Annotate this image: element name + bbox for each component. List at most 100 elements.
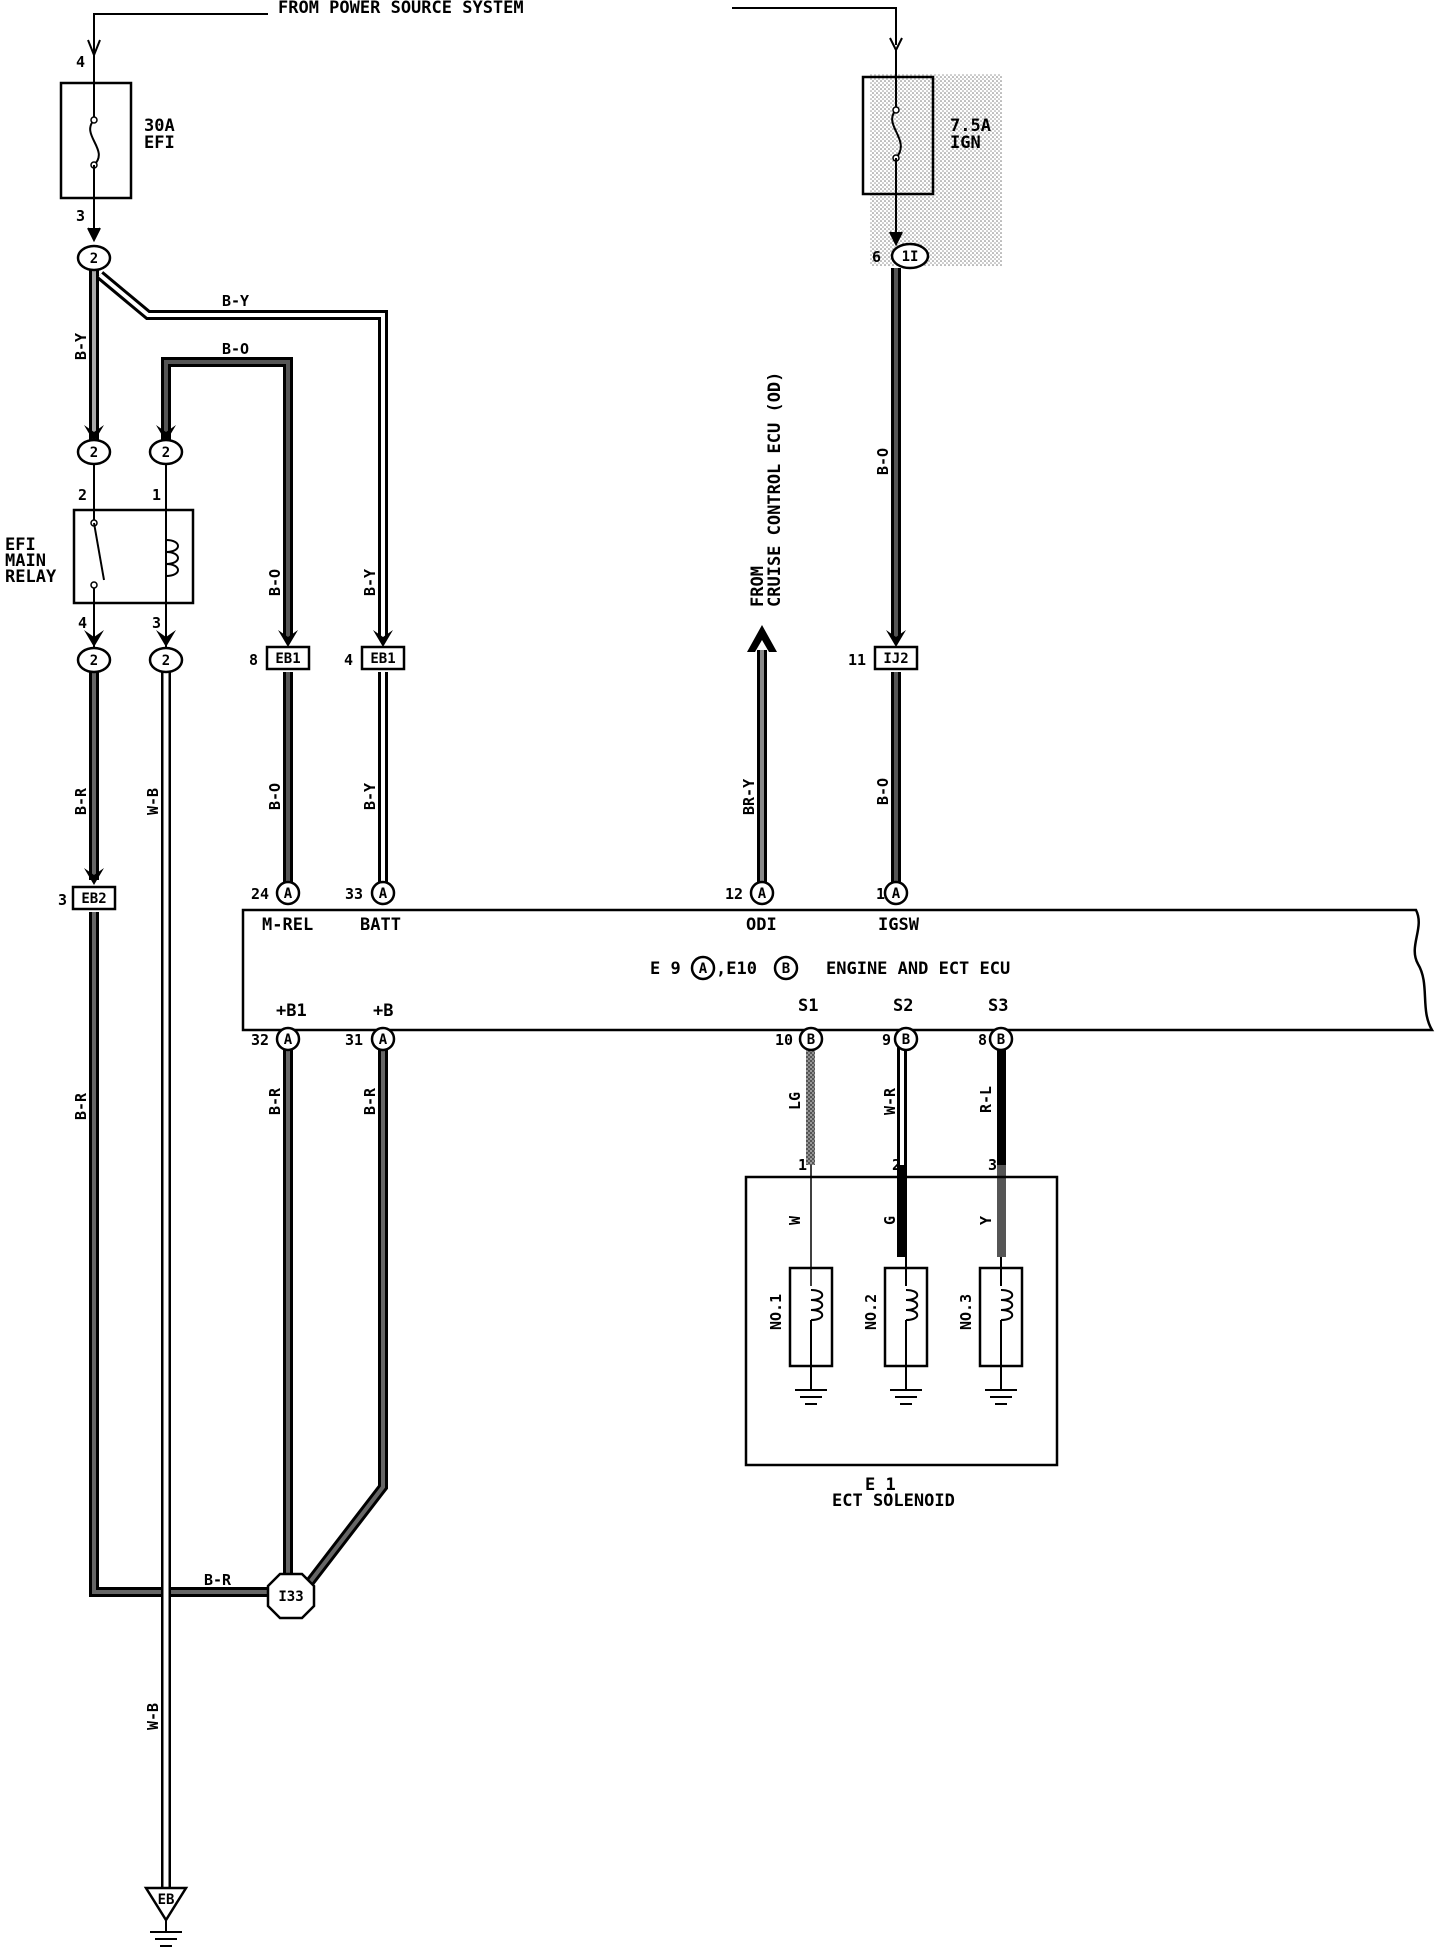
cruise-label-from: FROM bbox=[748, 566, 768, 607]
wire-r-l bbox=[997, 1047, 1006, 1257]
wire-label-w-b: W-B bbox=[144, 788, 162, 815]
ecu-pin-number: 31 bbox=[345, 1031, 363, 1049]
svg-text:A: A bbox=[284, 886, 293, 902]
wire-label-b-o-ign-2: B-O bbox=[874, 778, 892, 805]
svg-text:EB1: EB1 bbox=[370, 651, 395, 667]
wire-br-y bbox=[747, 625, 777, 893]
svg-text:2: 2 bbox=[90, 653, 98, 669]
efi-fuse-pin-bottom: 3 bbox=[76, 207, 85, 225]
ecu-pin-a: A bbox=[370, 880, 396, 906]
svg-text:B: B bbox=[997, 1032, 1005, 1048]
ecu-title-mid: ,E10 bbox=[716, 959, 757, 979]
wire-label-b-y: B-Y bbox=[72, 333, 90, 360]
ecu-term-b: +B bbox=[373, 1001, 393, 1021]
ecu-term-b1: +B1 bbox=[276, 1001, 307, 1021]
solenoid-coil-2 bbox=[883, 1257, 929, 1405]
ecu-title: ENGINE AND ECT ECU bbox=[826, 959, 1010, 979]
solenoid-no3-label: NO.3 bbox=[957, 1294, 975, 1330]
wire-label-g: G bbox=[881, 1216, 899, 1225]
ecu-term-s1: S1 bbox=[798, 996, 818, 1016]
ecu-pin-a: A bbox=[749, 880, 775, 906]
wire-label-br-y: BR-Y bbox=[740, 779, 758, 815]
ign-junction-pin: 6 bbox=[872, 248, 881, 266]
svg-text:2: 2 bbox=[162, 653, 170, 669]
relay-label-3: RELAY bbox=[5, 567, 57, 587]
solenoid-no1-label: NO.1 bbox=[767, 1294, 785, 1330]
junction-connector: 2 bbox=[76, 646, 112, 674]
ecu-term-s2: S2 bbox=[893, 996, 913, 1016]
wire-w-r bbox=[897, 1047, 907, 1257]
ecu-pin-b: B bbox=[798, 1026, 824, 1052]
junction-connector: 2 bbox=[148, 438, 184, 466]
ij2-pin: 11 bbox=[848, 651, 866, 669]
ecu-term-mrel: M-REL bbox=[262, 915, 313, 935]
svg-text:B: B bbox=[902, 1032, 910, 1048]
svg-text:A: A bbox=[892, 886, 901, 902]
svg-text:1I: 1I bbox=[902, 249, 919, 265]
ecu-pin-a: A bbox=[370, 1026, 396, 1052]
wire-label-w: W bbox=[786, 1215, 804, 1225]
ecu-term-batt: BATT bbox=[360, 915, 401, 935]
ecu-pin-number: 33 bbox=[345, 885, 363, 903]
solenoid-pin-1: 1 bbox=[798, 1156, 807, 1174]
svg-text:IJ2: IJ2 bbox=[883, 651, 908, 667]
connector-eb1-a: EB1 bbox=[265, 645, 311, 671]
svg-text:2: 2 bbox=[162, 445, 170, 461]
svg-text:2: 2 bbox=[90, 251, 98, 267]
relay-label-1: EFI bbox=[5, 535, 36, 555]
ecu-pin-number: 12 bbox=[725, 885, 743, 903]
svg-text:B: B bbox=[782, 961, 790, 977]
wire-label-b-y-2: B-Y bbox=[361, 569, 379, 596]
wire-b-y bbox=[89, 270, 388, 638]
relay-pin-4: 4 bbox=[78, 614, 87, 632]
relay-label-2: MAIN bbox=[5, 551, 46, 571]
ecu-pin-number: 8 bbox=[978, 1031, 987, 1049]
cruise-label-ecu: CRUISE CONTROL ECU (OD) bbox=[765, 372, 785, 607]
wire-label-r-l: R-L bbox=[977, 1086, 995, 1113]
junction-connector: 2 bbox=[148, 646, 184, 674]
connector-eb2: EB2 bbox=[71, 885, 117, 911]
ecu-pin-number: 32 bbox=[251, 1031, 269, 1049]
svg-text:EB1: EB1 bbox=[275, 651, 300, 667]
ect-solenoid-box bbox=[744, 1175, 1059, 1467]
svg-text:A: A bbox=[379, 886, 388, 902]
connector-eb1-b: EB1 bbox=[360, 645, 406, 671]
svg-text:A: A bbox=[284, 1032, 293, 1048]
ecu-term-s3: S3 bbox=[988, 996, 1008, 1016]
eb1-pin-a: 8 bbox=[249, 651, 258, 669]
ecu-title-b: B bbox=[773, 955, 799, 981]
wire-lg bbox=[806, 1047, 815, 1257]
wire-b-r-loop bbox=[89, 912, 388, 1597]
ign-fuse-amps: 7.5A bbox=[950, 116, 991, 136]
ign-fuse-name: IGN bbox=[950, 133, 981, 153]
ecu-box bbox=[241, 908, 1435, 1032]
junction-connector: 2 bbox=[76, 244, 112, 272]
efi-fuse-name: EFI bbox=[144, 133, 175, 153]
ign-fuse bbox=[861, 50, 1002, 266]
ecu-pin-b: B bbox=[988, 1026, 1014, 1052]
wire-label-b-r-5: B-R bbox=[204, 1571, 232, 1589]
relay-pin-2: 2 bbox=[78, 486, 87, 504]
wire-label-w-b-2: W-B bbox=[144, 1703, 162, 1730]
wire-label-b-r-2: B-R bbox=[72, 1092, 90, 1120]
wire-label-b-o-top: B-O bbox=[222, 340, 249, 358]
svg-text:I33: I33 bbox=[278, 1589, 303, 1605]
wire-label-b-y-top: B-Y bbox=[222, 292, 249, 310]
efi-fuse-pin-top: 4 bbox=[76, 53, 85, 71]
efi-main-relay bbox=[72, 464, 195, 648]
ecu-term-igsw: IGSW bbox=[878, 915, 920, 935]
solenoid-pin-3: 3 bbox=[988, 1156, 997, 1174]
connector-ij2: IJ2 bbox=[873, 645, 919, 671]
relay-pin-3: 3 bbox=[152, 614, 161, 632]
power-source-label: FROM POWER SOURCE SYSTEM bbox=[278, 0, 524, 18]
svg-text:EB2: EB2 bbox=[81, 891, 106, 907]
ground-label: EB bbox=[158, 1892, 175, 1908]
ecu-title-prefix: E 9 bbox=[650, 959, 681, 979]
svg-text:A: A bbox=[379, 1032, 388, 1048]
ecu-pin-number: 1 bbox=[876, 885, 885, 903]
ecu-pin-number: 10 bbox=[775, 1031, 793, 1049]
efi-fuse bbox=[59, 55, 133, 243]
svg-text:A: A bbox=[699, 961, 708, 977]
svg-text:2: 2 bbox=[90, 445, 98, 461]
